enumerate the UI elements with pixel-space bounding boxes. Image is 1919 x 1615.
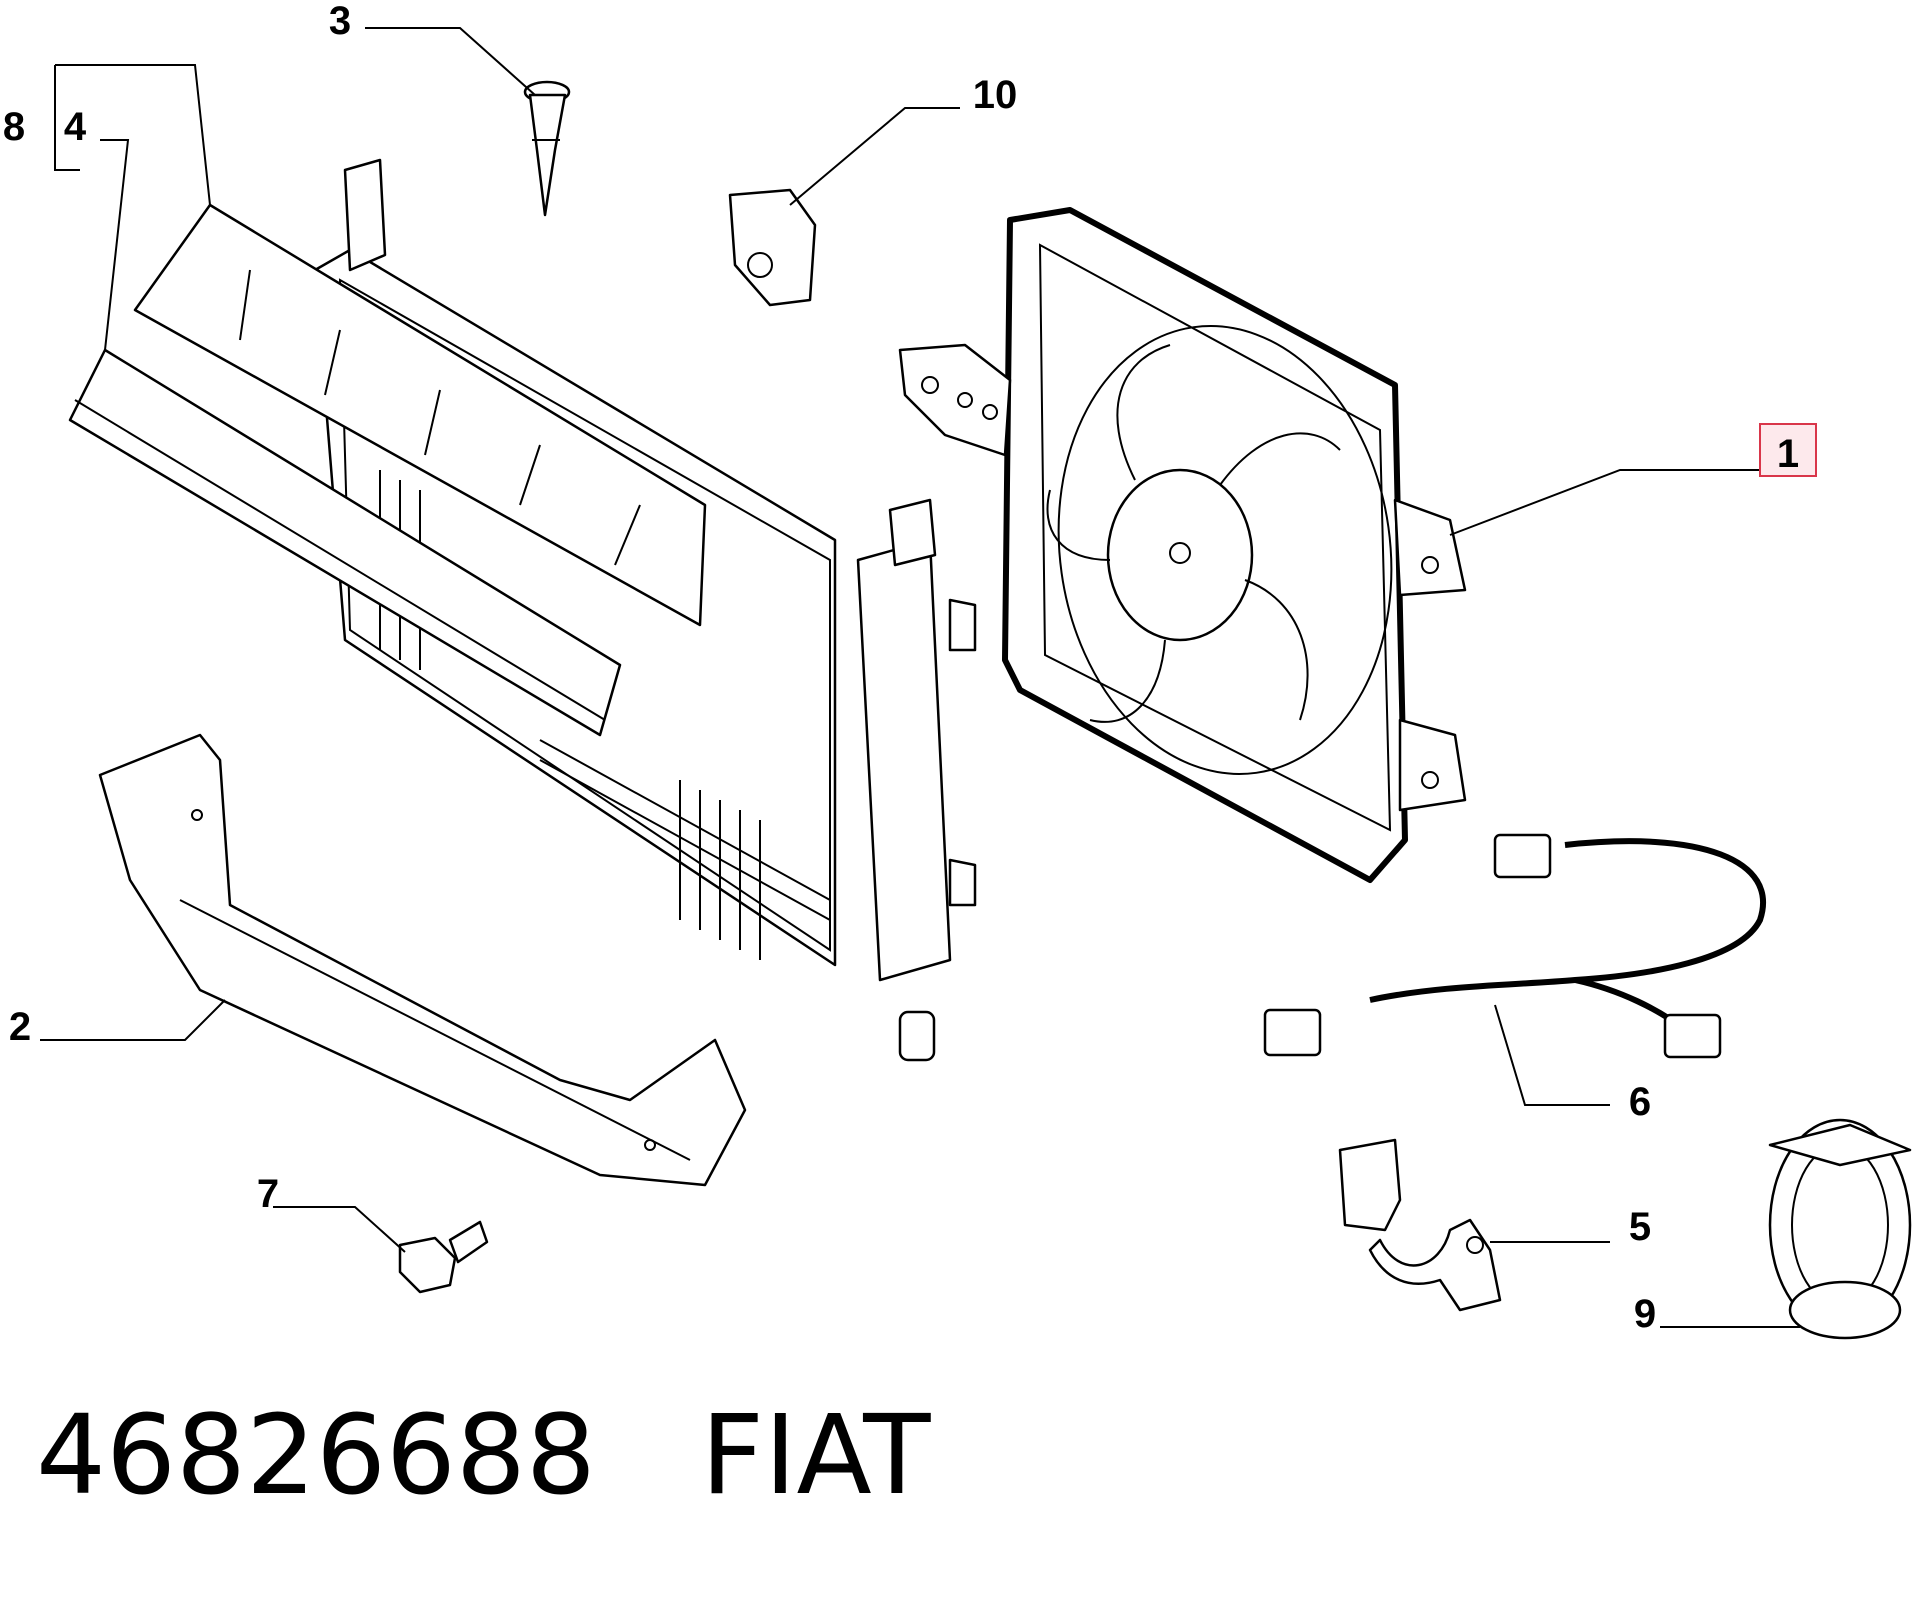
callout-4: 4 xyxy=(64,105,87,149)
bolt xyxy=(398,1220,489,1294)
hose-clamp xyxy=(1768,1118,1912,1340)
lower-crossmember xyxy=(98,733,747,1187)
fan-assembly xyxy=(898,207,1467,883)
connector-right xyxy=(1663,1013,1722,1059)
air-deflector xyxy=(68,203,707,737)
callout-3: 3 xyxy=(329,0,351,43)
callout-8: 8 xyxy=(3,105,25,149)
drain-plug xyxy=(898,1010,936,1062)
part-caption: 46826688 FIAT xyxy=(36,1400,930,1510)
spring-nut-clip xyxy=(728,188,817,307)
fan-hub xyxy=(1106,468,1254,642)
brand-name: FIAT xyxy=(700,1391,931,1519)
callout-1: 1 xyxy=(1777,432,1799,476)
part-number: 46826688 xyxy=(36,1391,596,1519)
leader-lines xyxy=(40,27,1800,1328)
callouts: 1 2 3 4 5 6 7 8 9 10 xyxy=(3,0,1817,1336)
callout-5: 5 xyxy=(1629,1205,1651,1249)
callout-6: 6 xyxy=(1629,1080,1651,1124)
fan-shroud xyxy=(1002,207,1408,883)
wiring-harness xyxy=(1263,833,1766,1059)
push-clip xyxy=(523,80,571,217)
connector-left xyxy=(1263,1008,1322,1057)
cable-clip xyxy=(1338,1138,1502,1312)
callout-2: 2 xyxy=(9,1005,31,1049)
callout-1-highlight xyxy=(1759,423,1817,477)
callout-10: 10 xyxy=(973,73,1018,117)
callout-9: 9 xyxy=(1634,1292,1656,1336)
callout-7: 7 xyxy=(257,1172,279,1216)
radiator-side-tank xyxy=(856,538,952,982)
fan-wheel xyxy=(1057,325,1393,775)
connector-top xyxy=(1493,833,1552,879)
